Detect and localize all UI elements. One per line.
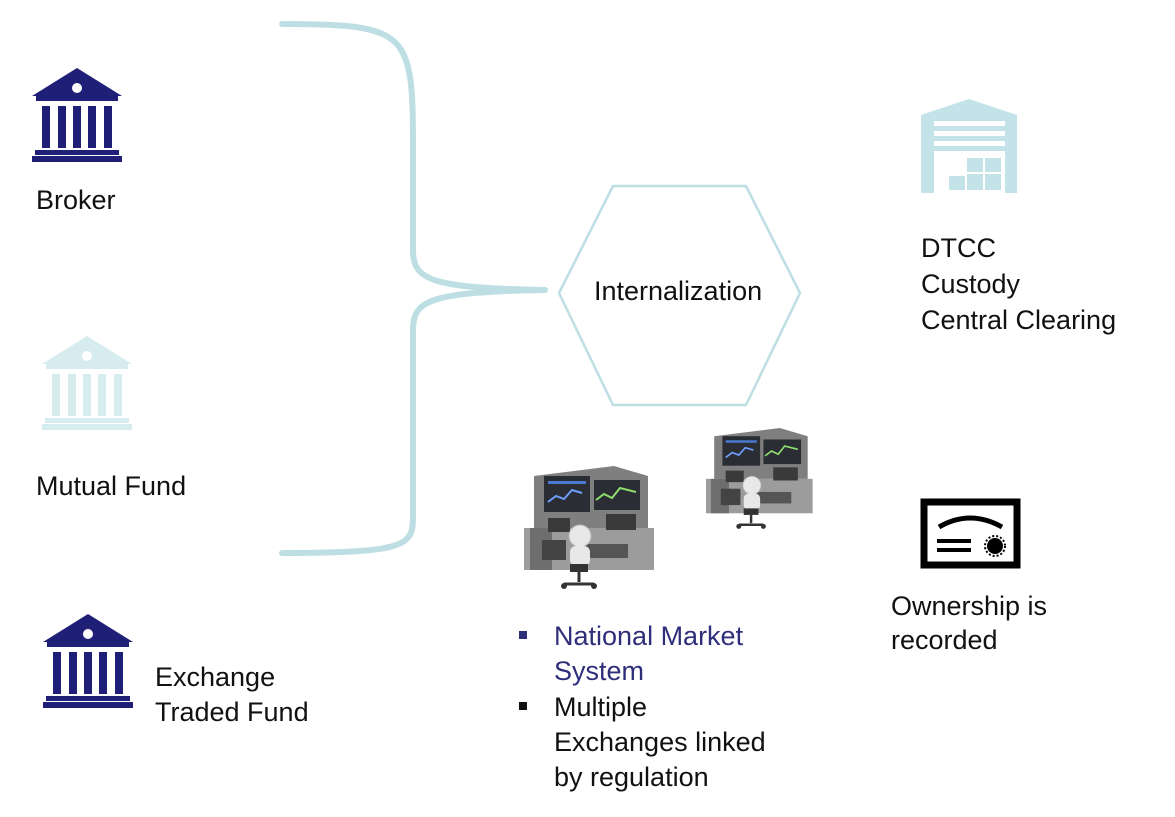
certificate-icon [920,498,1021,569]
internalization-hexagon [557,184,802,407]
market-bullets: National Market System Multiple Exchange… [518,619,838,795]
broker-bank-icon [32,68,122,162]
bullet-line: System [554,656,645,686]
mutual-fund-label: Mutual Fund [36,471,187,501]
etf-bank-icon [43,614,133,708]
bullet-marker [519,631,527,639]
ownership-line1: Ownership is [891,591,1048,621]
grouping-brace [279,21,548,556]
trading-desk-icon [522,464,656,591]
custody-line3: Central Clearing [921,305,1117,335]
warehouse-icon [921,99,1017,193]
bullet-marker [519,702,527,710]
trading-desk-icon [704,426,814,531]
etf-label-line2: Traded Fund [155,697,309,727]
internalization-label: Internalization [594,276,763,306]
mutual-fund-bank-icon [42,336,132,430]
bullet-line: National Market [554,621,744,651]
bullet-national-market-system: National Market System [518,619,838,689]
custody-line1: DTCC [921,233,996,263]
bullet-multiple-exchanges: Multiple Exchanges linked by regulation [518,690,838,795]
etf-label-line1: Exchange [155,662,276,692]
broker-label: Broker [36,185,116,215]
custody-line2: Custody [921,269,1021,299]
bullet-line: by regulation [554,762,709,792]
bullet-line: Multiple [554,692,648,722]
bullet-line: Exchanges linked [554,727,766,757]
ownership-line2: recorded [891,625,998,655]
